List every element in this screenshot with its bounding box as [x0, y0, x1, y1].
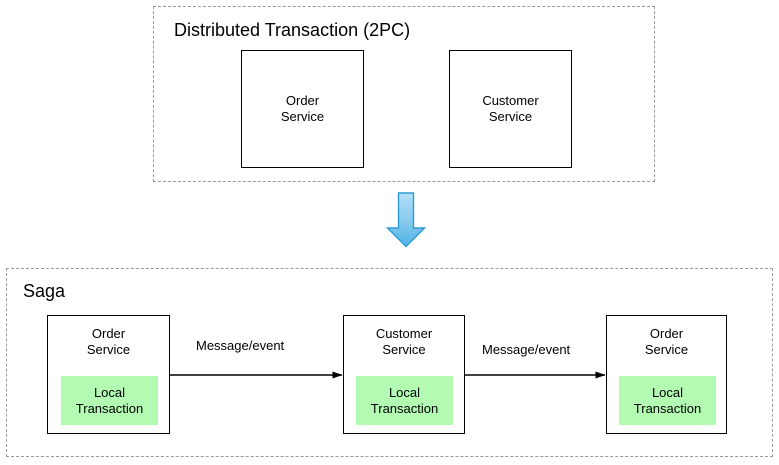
local-transaction-1: Local Transaction [61, 376, 158, 425]
box-order-service-2pc[interactable]: Order Service [241, 50, 364, 168]
arrow-down-icon [386, 192, 426, 248]
saga-box-order-service-2-title: Order Service [644, 326, 689, 357]
saga-box-order-service-1[interactable]: Order Service Local Transaction [47, 315, 170, 434]
group-saga-title: Saga [23, 281, 66, 301]
saga-edge-1-label: Message/event [194, 338, 287, 354]
local-transaction-3: Local Transaction [619, 376, 716, 425]
group-distributed-transaction: Distributed Transaction (2PC) [153, 6, 655, 182]
box-customer-service-2pc-label: Customer Service [482, 93, 539, 124]
box-customer-service-2pc[interactable]: Customer Service [449, 50, 572, 168]
saga-box-order-service-1-title: Order Service [86, 326, 131, 357]
group-distributed-transaction-title: Distributed Transaction (2PC) [174, 20, 411, 40]
saga-box-customer-service-title: Customer Service [375, 326, 433, 357]
saga-edge-2-label: Message/event [480, 342, 573, 358]
saga-box-customer-service[interactable]: Customer Service Local Transaction [343, 315, 465, 434]
local-transaction-2: Local Transaction [356, 376, 453, 425]
saga-box-order-service-2[interactable]: Order Service Local Transaction [606, 315, 727, 434]
box-order-service-2pc-label: Order Service [280, 93, 325, 124]
